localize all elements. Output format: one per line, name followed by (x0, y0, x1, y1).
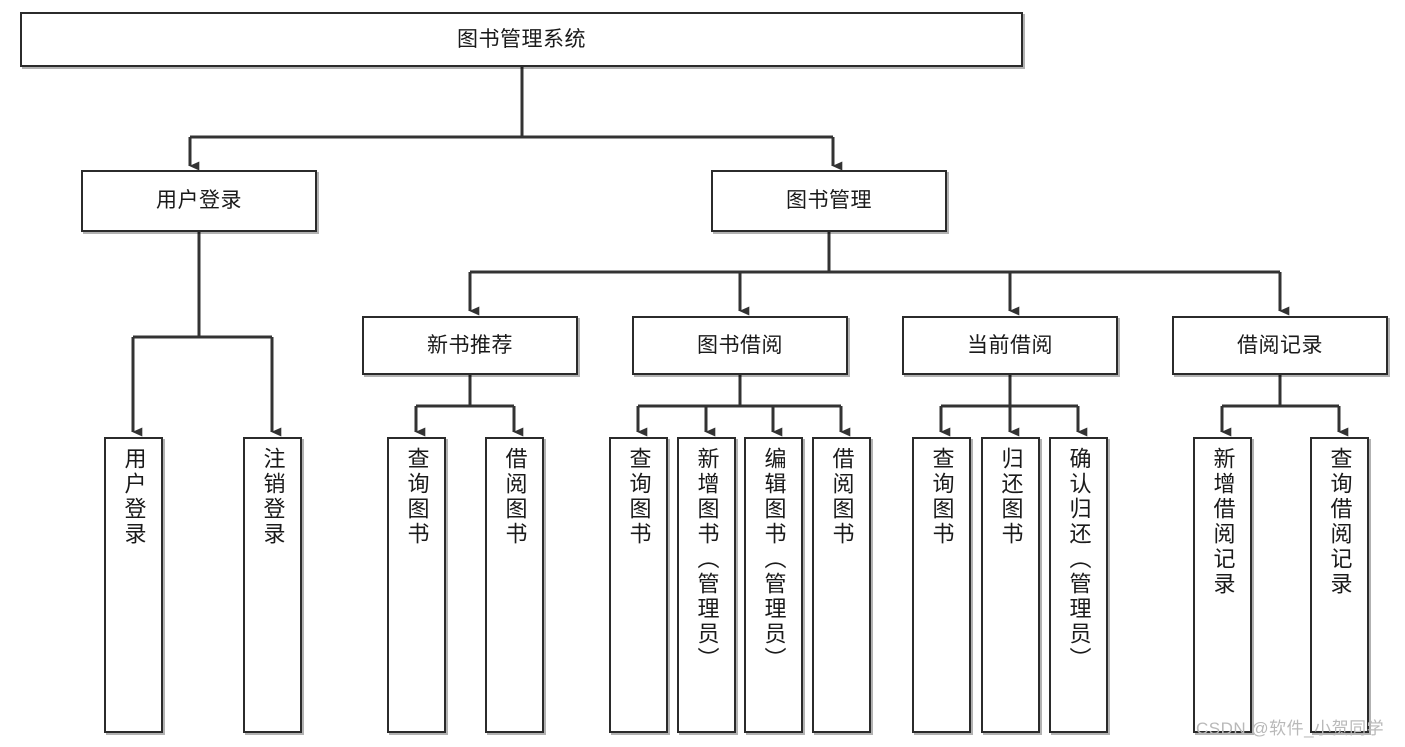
leaf-current-confirm-return-admin-label: 确认归还（管理员） (1066, 447, 1092, 672)
node-book-management-label: 图书管理 (786, 189, 872, 213)
leaf-records-add-record-label: 新增借阅记录 (1210, 447, 1236, 597)
leaf-current-return-book-label: 归还图书 (998, 447, 1024, 547)
leaf-current-query-book[interactable]: 查询图书 (912, 437, 971, 733)
node-root[interactable]: 图书管理系统 (20, 12, 1023, 67)
leaf-records-query-record-label: 查询借阅记录 (1327, 447, 1353, 597)
node-book-borrow-label: 图书借阅 (697, 333, 783, 357)
leaf-borrow-edit-book-admin[interactable]: 编辑图书（管理员） (744, 437, 803, 733)
leaf-current-return-book[interactable]: 归还图书 (981, 437, 1040, 733)
node-borrow-records-label: 借阅记录 (1237, 333, 1323, 357)
leaf-borrow-add-book-admin[interactable]: 新增图书（管理员） (677, 437, 736, 733)
leaf-records-add-record[interactable]: 新增借阅记录 (1193, 437, 1252, 733)
leaf-logout[interactable]: 注销登录 (243, 437, 302, 733)
node-borrow-records[interactable]: 借阅记录 (1172, 316, 1388, 375)
leaf-logout-label: 注销登录 (260, 447, 286, 547)
node-root-label: 图书管理系统 (457, 27, 586, 51)
leaf-records-query-record[interactable]: 查询借阅记录 (1310, 437, 1369, 733)
node-book-borrow[interactable]: 图书借阅 (632, 316, 848, 375)
leaf-user-login-label: 用户登录 (121, 447, 147, 547)
leaf-borrow-edit-book-admin-label: 编辑图书（管理员） (761, 447, 787, 672)
leaf-newbook-query-book[interactable]: 查询图书 (387, 437, 446, 733)
leaf-borrow-borrow-book[interactable]: 借阅图书 (812, 437, 871, 733)
leaf-current-query-book-label: 查询图书 (929, 447, 955, 547)
node-book-management[interactable]: 图书管理 (711, 170, 947, 232)
leaf-borrow-query-book-label: 查询图书 (626, 447, 652, 547)
leaf-current-confirm-return-admin[interactable]: 确认归还（管理员） (1049, 437, 1108, 733)
watermark-text: CSDN @软件_小贺同学 (1196, 719, 1385, 738)
node-user-login-label: 用户登录 (156, 189, 242, 213)
node-current-borrow-label: 当前借阅 (967, 333, 1053, 357)
leaf-newbook-borrow-book-label: 借阅图书 (502, 447, 528, 547)
node-current-borrow[interactable]: 当前借阅 (902, 316, 1118, 375)
leaf-borrow-add-book-admin-label: 新增图书（管理员） (694, 447, 720, 672)
node-user-login[interactable]: 用户登录 (81, 170, 317, 232)
leaf-user-login[interactable]: 用户登录 (104, 437, 163, 733)
node-new-book-recommend[interactable]: 新书推荐 (362, 316, 578, 375)
leaf-newbook-borrow-book[interactable]: 借阅图书 (485, 437, 544, 733)
leaf-borrow-borrow-book-label: 借阅图书 (829, 447, 855, 547)
node-new-book-recommend-label: 新书推荐 (427, 333, 513, 357)
leaf-borrow-query-book[interactable]: 查询图书 (609, 437, 668, 733)
leaf-newbook-query-book-label: 查询图书 (404, 447, 430, 547)
